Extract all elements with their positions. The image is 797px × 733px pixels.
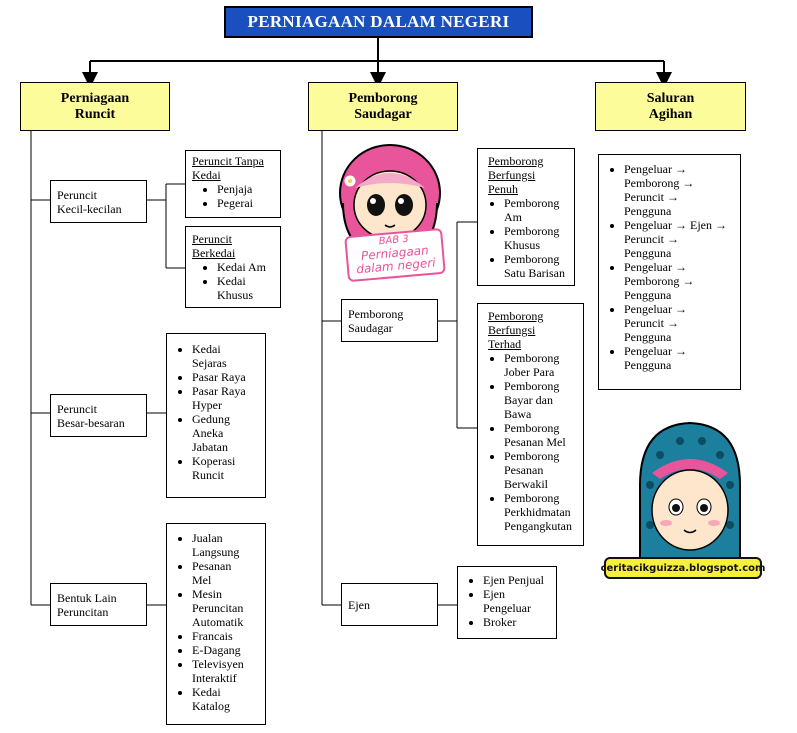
list-item: Pemborong Satu Barisan <box>504 252 568 280</box>
saluran-agihan-box: Pengeluar → Pemborong → Peruncit → Pengg… <box>598 154 741 390</box>
ejen-list: Ejen Penjual Ejen Pengeluar Broker <box>458 573 552 629</box>
pemborong-saudagar-box: Pemborong Saudagar <box>341 299 438 342</box>
list-item: Pengeluar → Pemborong → Peruncit → Pengg… <box>624 162 736 218</box>
blog-url-badge: ceritacikguizza.blogspot.com <box>601 557 765 579</box>
peruncit-berkedai-list: Kedai Am Kedai Khusus <box>192 260 274 302</box>
peruncit-besar-list-box: Kedai Sejaras Pasar Raya Pasar Raya Hype… <box>166 333 266 498</box>
list-item: Pemborong Pesanan Berwakil <box>504 449 579 491</box>
list-item: Pemborong Perkhidmatan Pengangkutan <box>504 491 579 533</box>
header-pemborong-saudagar: Pemborong Saudagar <box>308 82 458 131</box>
list-item: Pemborong Am <box>504 196 568 224</box>
list-item: Pasar Raya <box>192 370 261 384</box>
list-item: Kedai Am <box>217 260 274 274</box>
list-item: Pesanan Mel <box>192 559 261 587</box>
pemborong-terhad-title: Pemborong Berfungsi Terhad <box>488 309 544 351</box>
peruncit-tanpa-kedai-box: Peruncit Tanpa Kedai Penjaja Pegerai <box>185 150 281 218</box>
list-item: Televisyen Interaktif <box>192 657 261 685</box>
list-item: Francais <box>192 629 261 643</box>
list-item: Ejen Penjual <box>483 573 552 587</box>
bentuk-lain-box: Bentuk Lain Peruncitan <box>50 583 147 626</box>
list-item: Kedai Sejaras <box>192 342 261 370</box>
peruncit-berkedai-title: Peruncit Berkedai <box>192 232 236 260</box>
list-item: Jualan Langsung <box>192 531 261 559</box>
list-item: Ejen Pengeluar <box>483 587 552 615</box>
list-item: Mesin Peruncitan Automatik <box>192 587 261 629</box>
peruncit-berkedai-box: Peruncit Berkedai Kedai Am Kedai Khusus <box>185 226 281 308</box>
list-item: Pegerai <box>217 196 274 210</box>
list-item: Pemborong Jober Para <box>504 351 579 379</box>
peruncit-tanpa-kedai-title: Peruncit Tanpa Kedai <box>192 154 264 182</box>
peruncit-kecil-box: Peruncit Kecil-kecilan <box>50 180 147 223</box>
bentuk-lain-list-box: Jualan Langsung Pesanan Mel Mesin Perunc… <box>166 523 266 725</box>
list-item: E-Dagang <box>192 643 261 657</box>
list-item: Pengeluar → Pemborong → Pengguna <box>624 260 736 302</box>
saluran-agihan-list: Pengeluar → Pemborong → Peruncit → Pengg… <box>599 162 736 372</box>
bentuk-lain-list: Jualan Langsung Pesanan Mel Mesin Perunc… <box>167 531 261 713</box>
list-item: Kedai Khusus <box>217 274 274 302</box>
list-item: Pengeluar → Ejen → Peruncit → Pengguna <box>624 218 736 260</box>
list-item: Broker <box>483 615 552 629</box>
list-item: Pengeluar → Peruncit → Pengguna <box>624 302 736 344</box>
peruncit-besar-list: Kedai Sejaras Pasar Raya Pasar Raya Hype… <box>167 342 261 482</box>
ejen-list-box: Ejen Penjual Ejen Pengeluar Broker <box>457 566 557 639</box>
pemborong-penuh-title: Pemborong Berfungsi Penuh <box>488 154 544 196</box>
sticker-label: BAB 3 Perniagaan dalam negeri <box>344 227 446 283</box>
list-item: Pemborong Khusus <box>504 224 568 252</box>
pemborong-penuh-box: Pemborong Berfungsi Penuh Pemborong Am P… <box>477 148 575 286</box>
pemborong-terhad-list: Pemborong Jober Para Pemborong Bayar dan… <box>488 351 579 533</box>
list-item: Pemborong Bayar dan Bawa <box>504 379 579 421</box>
list-item: Pemborong Pesanan Mel <box>504 421 579 449</box>
pemborong-terhad-box: Pemborong Berfungsi Terhad Pemborong Job… <box>477 303 584 546</box>
peruncit-tanpa-kedai-list: Penjaja Pegerai <box>192 182 274 210</box>
list-item: Pengeluar → Pengguna <box>624 344 736 372</box>
pemborong-penuh-list: Pemborong Am Pemborong Khusus Pemborong … <box>488 196 568 280</box>
list-item: Koperasi Runcit <box>192 454 261 482</box>
page-title: PERNIAGAAN DALAM NEGERI <box>224 6 533 38</box>
peruncit-besar-box: Peruncit Besar-besaran <box>50 394 147 437</box>
list-item: Gedung Aneka Jabatan <box>192 412 261 454</box>
list-item: Kedai Katalog <box>192 685 261 713</box>
header-saluran-agihan: Saluran Agihan <box>595 82 746 131</box>
header-perniagaan-runcit: Perniagaan Runcit <box>20 82 170 131</box>
list-item: Penjaja <box>217 182 274 196</box>
ejen-box: Ejen <box>341 583 438 626</box>
list-item: Pasar Raya Hyper <box>192 384 261 412</box>
girl-teal-hijab-illustration <box>639 421 741 565</box>
